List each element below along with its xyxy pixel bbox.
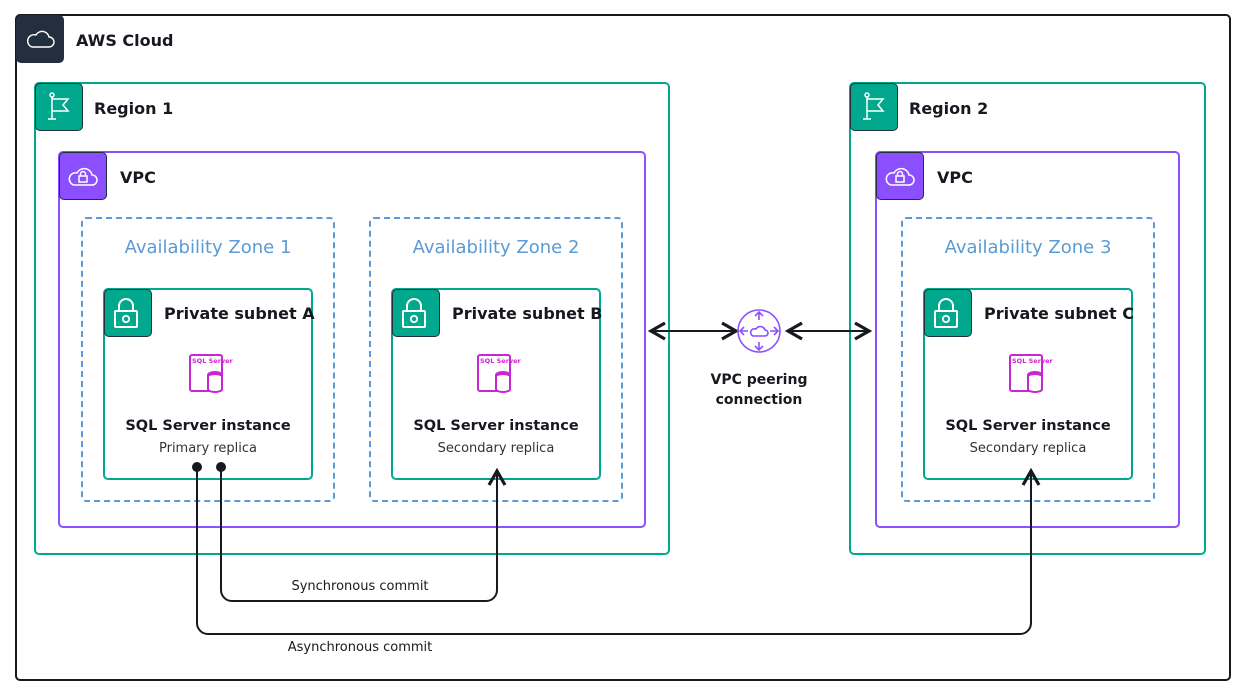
availability-zone-3: Availability Zone 3: [901, 217, 1155, 502]
private-subnet-c: Private subnet C SQL Server SQL Server i…: [923, 288, 1134, 480]
sync-commit-label: Synchronous commit: [291, 579, 429, 594]
vpc-peering-icon: [737, 309, 781, 353]
peering-label-line1: VPC peering: [710, 372, 808, 388]
async-start-dot: [192, 462, 202, 472]
instance-name: SQL Server instance: [945, 418, 1111, 434]
flag-icon: [850, 83, 898, 131]
sql-server-icon: SQL Server: [1009, 354, 1053, 393]
private-subnet-a: Private subnet A SQL Server SQL Server i…: [103, 288, 315, 480]
async-commit-line: [196, 467, 1041, 635]
lock-icon: [392, 289, 440, 337]
sql-icon-text: SQL Server: [480, 357, 521, 365]
vpc-lock-cloud-icon: [876, 152, 924, 200]
instance-role: Secondary replica: [437, 441, 555, 456]
instance-name: SQL Server instance: [125, 418, 291, 434]
instance-role: Primary replica: [158, 441, 257, 456]
region-1-group: Region 1: [34, 82, 670, 555]
lock-icon: [924, 289, 972, 337]
peering-label-line2: connection: [715, 392, 803, 408]
vpc-lock-cloud-icon: [59, 152, 107, 200]
aws-cloud-label: AWS Cloud: [76, 31, 174, 50]
sql-icon-text: SQL Server: [192, 357, 233, 365]
sync-start-dot: [216, 462, 226, 472]
async-commit-label: Asynchronous commit: [287, 640, 433, 655]
region-2-group: Region 2: [849, 82, 1206, 555]
subnet-c-label: Private subnet C: [984, 304, 1134, 323]
vpc-1-label: VPC: [120, 168, 156, 187]
vpc-1-group: VPC: [58, 151, 646, 528]
subnet-b-label: Private subnet B: [452, 304, 603, 323]
az-1-label: Availability Zone 1: [124, 237, 292, 258]
vpc-2-label: VPC: [937, 168, 973, 187]
availability-zone-1: Availability Zone 1: [81, 217, 335, 502]
instance-role: Secondary replica: [969, 441, 1087, 456]
region-1-label: Region 1: [94, 99, 174, 118]
aws-cloud-group: AWS Cloud: [15, 14, 1231, 681]
sql-server-icon: SQL Server: [477, 354, 521, 393]
subnet-a-label: Private subnet A: [164, 304, 315, 323]
sync-commit-line: [220, 467, 507, 602]
sql-server-icon: SQL Server: [189, 354, 233, 393]
region-2-label: Region 2: [909, 99, 989, 118]
lock-icon: [104, 289, 152, 337]
sql-icon-text: SQL Server: [1012, 357, 1053, 365]
private-subnet-b: Private subnet B SQL Server SQL Server i…: [391, 288, 603, 480]
instance-name: SQL Server instance: [413, 418, 579, 434]
az-2-label: Availability Zone 2: [412, 237, 580, 258]
az-3-label: Availability Zone 3: [944, 237, 1112, 258]
vpc-2-group: VPC: [875, 151, 1180, 528]
flag-icon: [35, 83, 83, 131]
cloud-icon: [16, 15, 64, 63]
